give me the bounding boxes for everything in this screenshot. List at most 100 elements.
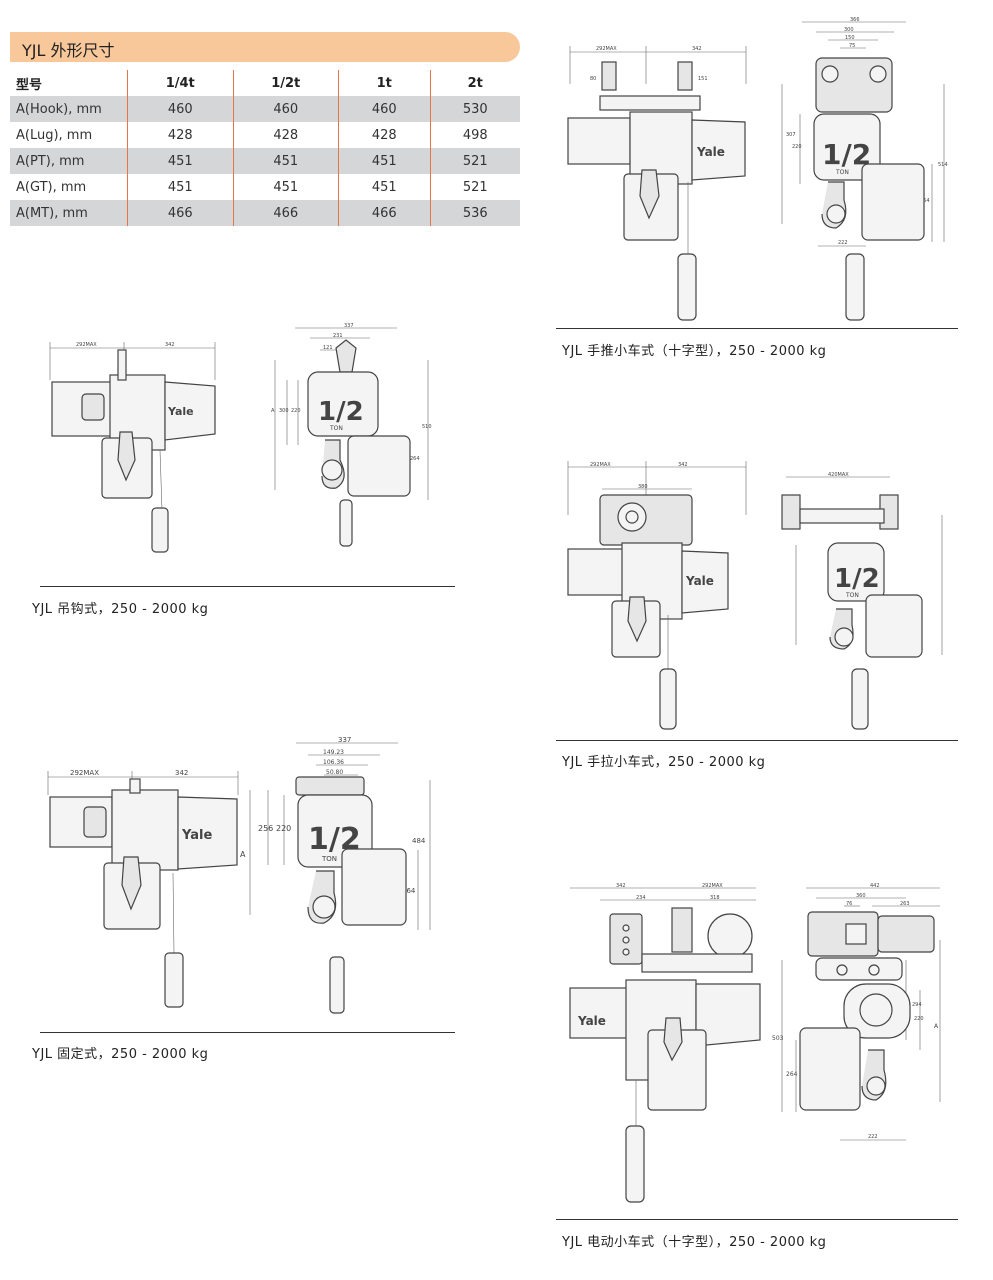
hook-side-view: 292MAX 342 Yale bbox=[49, 342, 216, 553]
motor-trolley-front-view: 442 360 76 263 503 264 294 220 A 222 bbox=[772, 883, 941, 1141]
dim-label: 80 bbox=[590, 76, 596, 82]
divider bbox=[40, 1032, 455, 1033]
dim-label: 264 bbox=[786, 1071, 798, 1078]
divider bbox=[556, 1219, 958, 1220]
table-row: A(Lug), mm 428 428 428 498 bbox=[10, 122, 520, 148]
dimensions-table: 型号 1/4t 1/2t 1t 2t A(Hook), mm 460 460 4… bbox=[10, 70, 520, 226]
dim-label: 342 bbox=[678, 462, 688, 468]
table-cell: 428 bbox=[232, 122, 339, 148]
caption-hook: YJL 吊钩式，250 - 2000 kg bbox=[32, 602, 209, 617]
table-header: 1/4t bbox=[127, 70, 233, 96]
dim-label: 76 bbox=[846, 901, 852, 907]
dim-label: 307 bbox=[786, 132, 796, 138]
dim-label: 256 bbox=[258, 824, 273, 833]
caption-fixed: YJL 固定式，250 - 2000 kg bbox=[32, 1047, 209, 1062]
dim-label: 292MAX bbox=[702, 883, 723, 889]
hook-type-drawing: 292MAX 342 Yale 337 231 121 A 300 220 51… bbox=[49, 323, 432, 553]
dim-label: 222 bbox=[838, 240, 848, 246]
dim-label: 121 bbox=[323, 345, 333, 351]
dim-label: 231 bbox=[333, 333, 343, 339]
dim-label: 220 bbox=[291, 408, 301, 414]
brand-label: Yale bbox=[577, 1014, 606, 1028]
table-cell: 530 bbox=[429, 96, 520, 122]
table-cell: A(PT), mm bbox=[10, 148, 128, 174]
section-title: YJL 外形尺寸 bbox=[22, 41, 115, 60]
dim-label: 292MAX bbox=[590, 462, 611, 468]
table-cell: A(Lug), mm bbox=[16, 127, 93, 143]
dim-label: 234 bbox=[636, 895, 646, 901]
dim-label: 220 bbox=[792, 144, 802, 150]
dim-label: 300 bbox=[844, 27, 854, 33]
dim-label: 264 bbox=[410, 456, 420, 462]
dim-label: 222 bbox=[868, 1134, 878, 1140]
fixed-type-drawing: 292MAX 342 Yale 337 149.23 106.36 50.80 … bbox=[47, 736, 431, 1014]
unit-label: TON bbox=[329, 425, 343, 432]
table-cell: A(Hook), mm bbox=[10, 96, 128, 122]
dim-label: 503 bbox=[772, 1035, 784, 1042]
dim-label: 342 bbox=[616, 883, 626, 889]
dim-label: 106.36 bbox=[323, 759, 344, 766]
dim-label: 342 bbox=[165, 342, 175, 348]
capacity-label: 1/2 bbox=[822, 138, 871, 171]
dim-label: 342 bbox=[175, 769, 188, 777]
table-cell: 451 bbox=[232, 174, 339, 200]
a-label: A bbox=[240, 850, 246, 859]
divider bbox=[556, 328, 958, 329]
table-header: 型号 bbox=[16, 77, 43, 93]
motor-trolley-drawing: 342 292MAX 234 318 Yale 442 360 76 263 bbox=[569, 883, 941, 1203]
table-cell: A(MT), mm bbox=[10, 200, 128, 226]
caption-motor-trolley: YJL 电动小车式（十字型），250 - 2000 kg bbox=[562, 1235, 827, 1250]
dim-label: 380 bbox=[638, 484, 648, 490]
table-cell: 451 bbox=[338, 174, 431, 200]
dim-label: 510 bbox=[422, 424, 432, 430]
table-cell: 466 bbox=[338, 200, 431, 226]
table-cell: 451 bbox=[232, 148, 339, 174]
push-trolley-side-view: 292MAX 342 80 151 Yale bbox=[567, 46, 747, 321]
table-cell: 451 bbox=[338, 148, 431, 174]
divider bbox=[40, 586, 455, 587]
divider bbox=[556, 740, 958, 741]
table-cell: 521 bbox=[429, 174, 520, 200]
dim-label: 151 bbox=[698, 76, 708, 82]
dim-label: 420MAX bbox=[828, 472, 849, 478]
dim-label: 337 bbox=[344, 323, 354, 329]
dim-label: 442 bbox=[870, 883, 880, 889]
table-header: 1t bbox=[338, 70, 431, 96]
capacity-label: 1/2 bbox=[318, 397, 364, 427]
geared-trolley-drawing: 292MAX 342 380 Yale 420MAX 1/2 TON bbox=[567, 461, 943, 730]
dim-label: 292MAX bbox=[70, 769, 99, 777]
dim-label: 318 bbox=[710, 895, 720, 901]
dim-label: 292MAX bbox=[76, 342, 97, 348]
a-label: A bbox=[271, 408, 275, 414]
dim-label: 292MAX bbox=[596, 46, 617, 52]
table-row: A(Hook), mm 460 460 460 530 bbox=[10, 96, 520, 122]
table-cell: 536 bbox=[429, 200, 520, 226]
table-cell: 460 bbox=[127, 96, 233, 122]
table-cell: 460 bbox=[338, 96, 431, 122]
motor-trolley-side-view: 342 292MAX 234 318 Yale bbox=[569, 883, 761, 1203]
dim-label: 149.23 bbox=[323, 749, 344, 756]
geared-trolley-front-view: 420MAX 1/2 TON bbox=[781, 472, 943, 730]
table-cell: 428 bbox=[338, 122, 431, 148]
table-cell: 460 bbox=[232, 96, 339, 122]
dim-label: 220 bbox=[276, 824, 291, 833]
table-cell: A(GT), mm bbox=[16, 179, 87, 195]
brand-label: Yale bbox=[696, 145, 725, 159]
table-cell: 428 bbox=[127, 122, 233, 148]
table-cell: 451 bbox=[127, 174, 233, 200]
fixed-front-view: 337 149.23 106.36 50.80 A 256 220 484 26… bbox=[240, 736, 431, 1014]
hook-front-view: 337 231 121 A 300 220 510 264 1/2 TON bbox=[271, 323, 432, 547]
fixed-side-view: 292MAX 342 Yale bbox=[47, 769, 239, 1008]
a-label: A bbox=[934, 1023, 939, 1030]
dim-label: 484 bbox=[412, 837, 426, 845]
capacity-label: 1/2 bbox=[834, 564, 880, 594]
section-title-bar: YJL 外形尺寸 bbox=[10, 32, 520, 62]
push-trolley-drawing: 292MAX 342 80 151 Yale 366 300 150 75 30… bbox=[567, 17, 948, 321]
table-header: 1/2t bbox=[232, 70, 339, 96]
dim-label: 337 bbox=[338, 736, 351, 744]
table-cell: 466 bbox=[127, 200, 233, 226]
dim-label: 264 bbox=[920, 198, 930, 204]
brand-label: Yale bbox=[167, 405, 194, 418]
caption-geared-trolley: YJL 手拉小车式，250 - 2000 kg bbox=[562, 755, 766, 770]
dim-label: 360 bbox=[856, 893, 866, 899]
